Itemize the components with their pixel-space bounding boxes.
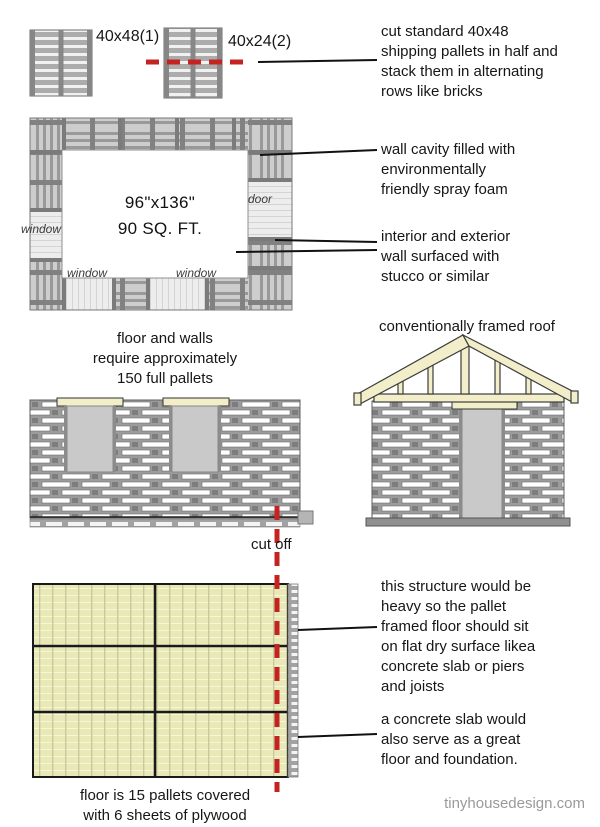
plan-window-bottom1-label: window <box>67 266 108 280</box>
callout-line-wall-surface-1 <box>274 239 378 243</box>
site-watermark: tinyhousedesign.com <box>444 795 585 812</box>
callout-line-structure-note <box>297 626 378 631</box>
pallet-edge-strip <box>287 583 299 778</box>
note-line: this structure would be <box>381 578 532 595</box>
pallet-40x48-drawing <box>29 29 93 97</box>
note-line: 150 full pallets <box>117 370 213 387</box>
window-lintel-2 <box>162 397 230 407</box>
callout-line-cut-note <box>257 59 378 63</box>
plywood-floor-drawing <box>32 583 299 778</box>
note-line: and joists <box>381 678 445 695</box>
wall-surface-note: interior and exterior wall surfaced with… <box>381 227 586 287</box>
callout-line-wall-surface-2 <box>235 249 378 253</box>
pallet2-label: 40x24(2) <box>228 33 292 50</box>
note-line: shipping pallets in half and <box>381 43 558 60</box>
floor-caption: floor is 15 pallets covered with 6 sheet… <box>50 786 280 826</box>
plan-window-bottom2-label: window <box>176 266 217 280</box>
note-line: with 6 sheets of plywood <box>83 807 247 824</box>
plan-door-label: door <box>248 192 273 206</box>
plan-window-left-label: window <box>21 222 62 236</box>
slab-note: a concrete slab would also serve as a gr… <box>381 710 591 770</box>
roof-truss <box>353 333 579 406</box>
plan-window-left-opening <box>30 212 62 258</box>
window-opening-1 <box>66 405 114 473</box>
callout-line-slab-note <box>297 733 378 738</box>
structure-note: this structure would be heavy so the pal… <box>381 577 591 697</box>
window-lintel-1 <box>56 397 124 407</box>
gable-elevation-drawing <box>353 333 579 527</box>
plan-window-bottom2-opening <box>150 278 205 310</box>
plan-door-opening <box>248 182 292 237</box>
wall-cavity-note: wall cavity filled with environmentally … <box>381 140 586 200</box>
note-line: also serve as a great <box>381 731 521 748</box>
note-line: cut standard 40x48 <box>381 23 509 40</box>
gable-base-strip <box>365 517 571 527</box>
cut-pallets-note: cut standard 40x48 shipping pallets in h… <box>381 22 600 102</box>
note-line: on flat dry surface likea <box>381 638 536 655</box>
callout-line-wall-cavity <box>259 149 378 156</box>
note-line: wall cavity filled with <box>381 141 516 158</box>
note-line: framed floor should sit <box>381 618 529 635</box>
pallet-count-note: floor and walls require approximately 15… <box>55 329 275 389</box>
note-line: stucco or similar <box>381 268 490 285</box>
note-line: rows like bricks <box>381 83 483 100</box>
plan-dimensions-label: 96"x136" <box>124 193 196 212</box>
pallet-overhang-piece <box>297 510 314 525</box>
note-line: interior and exterior <box>381 228 511 245</box>
note-line: stack them in alternating <box>381 63 544 80</box>
pallet1-label: 40x48(1) <box>96 28 160 45</box>
door-opening <box>461 406 503 519</box>
note-line: a concrete slab would <box>381 711 527 728</box>
note-line: require approximately <box>92 350 238 367</box>
plan-area-label: 90 SQ. FT. <box>117 219 203 238</box>
note-line: wall surfaced with <box>381 248 500 265</box>
plan-window-bottom1-opening <box>63 278 112 310</box>
cut-off-label: cut off <box>251 536 292 553</box>
window-opening-2 <box>171 405 219 473</box>
floor-edge-strip <box>29 518 301 528</box>
note-line: heavy so the pallet <box>381 598 507 615</box>
floor-plan-drawing <box>29 117 293 311</box>
roof-note: conventionally framed roof <box>379 318 555 335</box>
front-elevation-drawing <box>29 397 314 528</box>
note-line: floor and foundation. <box>381 751 518 768</box>
note-line: floor is 15 pallets covered <box>79 787 251 804</box>
note-line: concrete slab or piers <box>381 658 525 675</box>
note-line: floor and walls <box>117 330 213 347</box>
note-line: environmentally <box>381 161 487 178</box>
note-line: friendly spray foam <box>381 181 508 198</box>
